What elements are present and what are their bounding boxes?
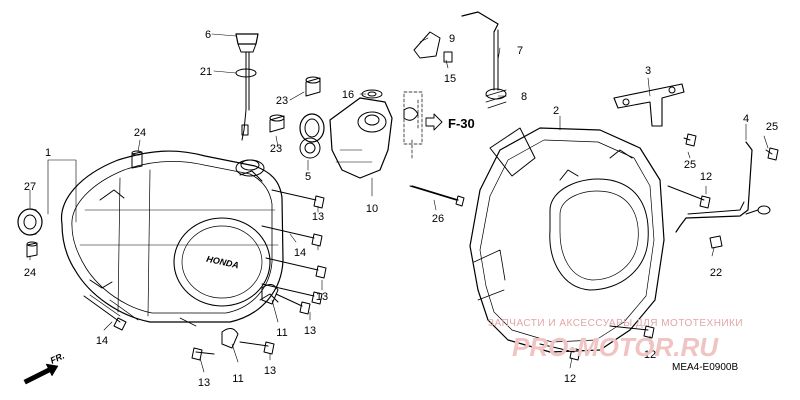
callout-13-c: 13 [304, 325, 316, 337]
callout-8: 8 [521, 91, 527, 103]
callout-11-lower: 11 [232, 373, 243, 385]
callout-25-left: 25 [684, 159, 696, 171]
callout-7: 7 [517, 45, 523, 57]
callout-21: 21 [200, 66, 212, 78]
callout-13-b: 13 [316, 291, 328, 303]
callout-9: 9 [449, 33, 455, 45]
oil-seal [17, 208, 43, 236]
callout-11-upper: 11 [276, 327, 287, 339]
diagram-code: MEA4-E0900B [672, 362, 738, 373]
wire-clamps [221, 284, 279, 349]
callout-4: 4 [743, 113, 749, 125]
cable-guide [675, 141, 771, 233]
front-direction-arrow [23, 363, 59, 385]
spring-and-shaft [413, 11, 507, 109]
dowel-pin [26, 150, 143, 258]
callout-13-a: 13 [312, 211, 324, 223]
callout-24-upper: 24 [134, 127, 146, 139]
callout-23-upper: 23 [276, 95, 288, 107]
callout-10: 10 [366, 203, 378, 215]
callout-15: 15 [444, 73, 456, 85]
callout-13-d: 13 [264, 365, 276, 377]
callout-12-bottom: 12 [644, 349, 656, 361]
oil-dipstick [235, 33, 259, 141]
callout-3: 3 [645, 65, 651, 77]
callout-22: 22 [710, 267, 722, 279]
callout-numbers: 1 2 3 4 5 6 7 8 9 10 11 11 12 12 12 13 1… [24, 29, 778, 389]
callout-2: 2 [553, 105, 559, 117]
reference-arrow [425, 113, 443, 131]
callout-26: 26 [432, 213, 444, 225]
crankcase-cover-right [469, 127, 665, 353]
flange-bolts [83, 133, 779, 361]
embossed-brand: HONDA [205, 254, 239, 271]
cover-housing [329, 89, 393, 179]
callout-25-right: 25 [766, 121, 778, 133]
callout-12-lower: 12 [564, 373, 576, 385]
collars-and-seals [269, 76, 325, 159]
callout-14-right: 14 [294, 247, 306, 259]
callout-16: 16 [342, 89, 354, 101]
callout-6: 6 [205, 29, 211, 41]
callout-5: 5 [305, 171, 311, 183]
leader-lines [29, 33, 769, 373]
callout-12-right: 12 [700, 171, 712, 183]
reference-label: F-30 [448, 116, 475, 131]
callout-1: 1 [45, 147, 51, 159]
callout-23-lower: 23 [270, 143, 282, 155]
callout-14-left: 14 [96, 335, 108, 347]
mounting-bracket [613, 83, 685, 127]
crankcase-cover [60, 150, 284, 327]
watermark-caption: ЗАПЧАСТИ И АКСЕССУАРЫ ДЛЯ МОТОТЕХНИКИ [488, 318, 743, 329]
callout-27: 27 [24, 181, 36, 193]
watermark-logo: PRO-MOTOR.RU [512, 332, 719, 362]
callout-24-lower: 24 [24, 267, 36, 279]
front-label: FR. [49, 351, 66, 366]
callout-13-e: 13 [198, 377, 210, 389]
linkage-rod [403, 91, 465, 207]
